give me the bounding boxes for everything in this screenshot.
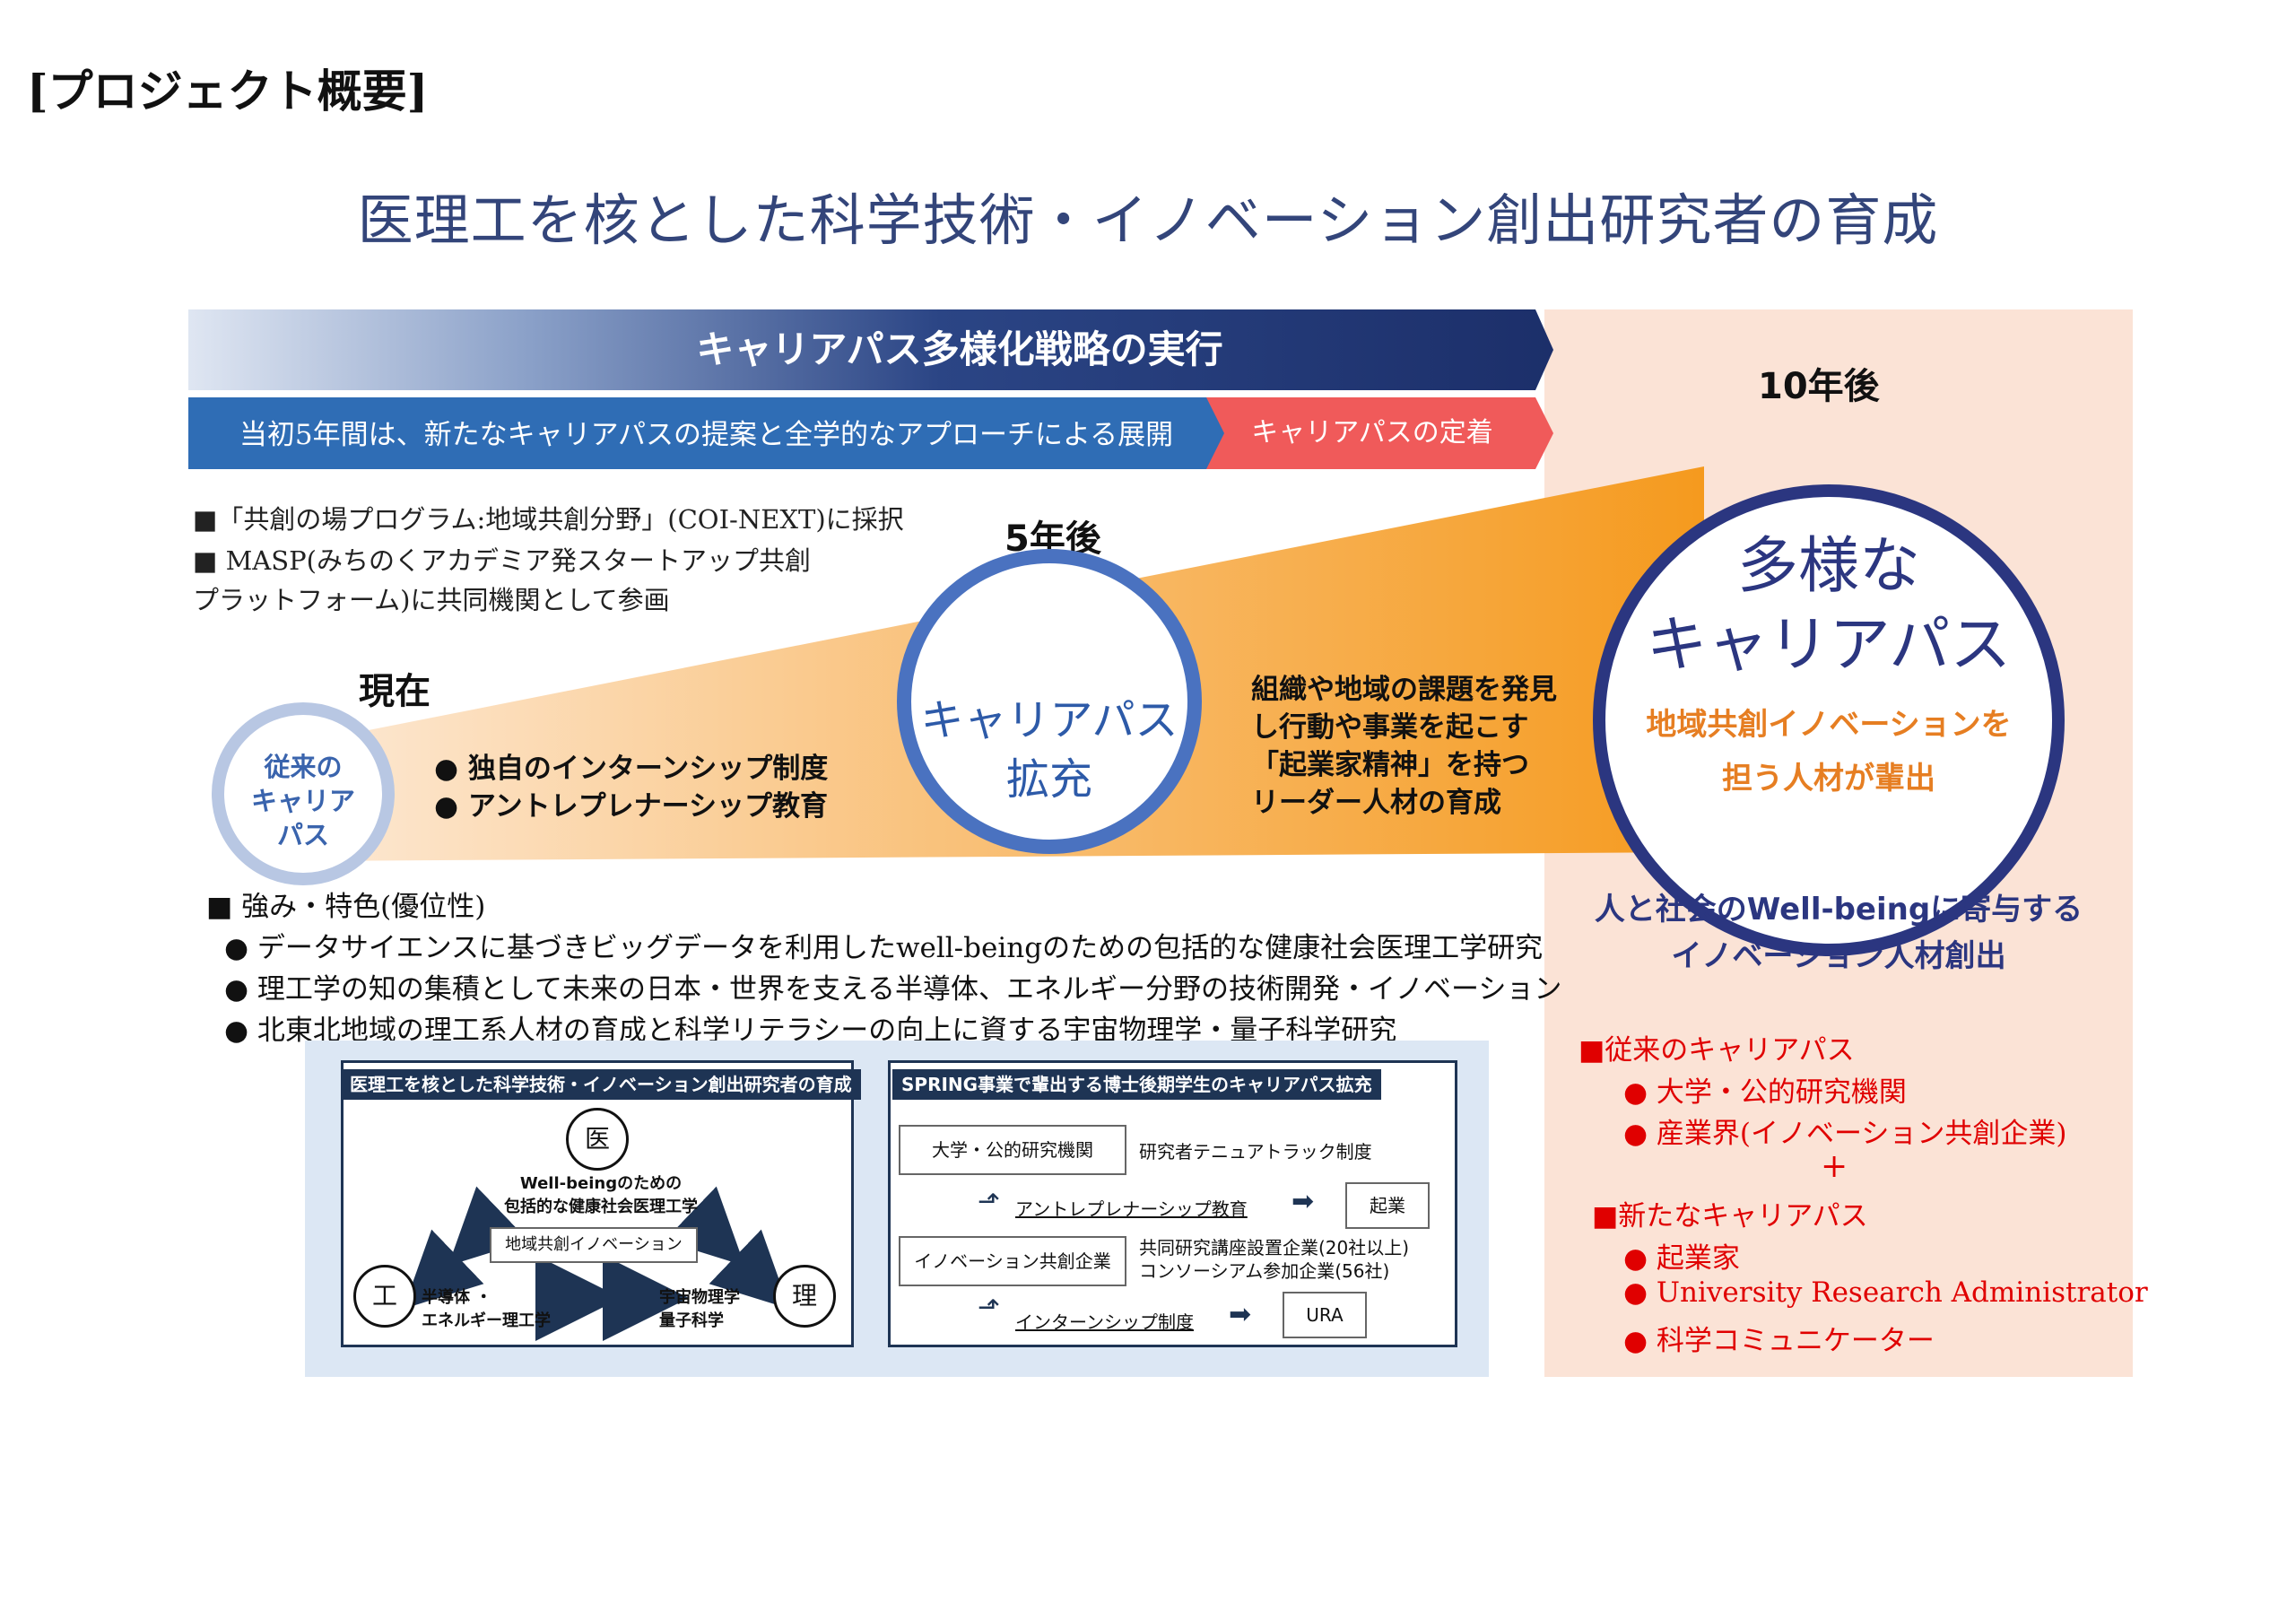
sci-label: 宇宙物理学 量子科学 <box>659 1288 740 1330</box>
node-science: 理 <box>773 1265 836 1328</box>
new-item: ● 起業家 <box>1623 1242 1740 1275</box>
wellbeing-statement: 人と社会のWell-beingに寄与する イノベーション人材創出 <box>1594 892 2083 974</box>
arrow-up-icon: ⬏ <box>978 1186 1001 1217</box>
now-bullets: ● 独自のインターンシップ制度 ● アントレプレナーシップ教育 <box>434 753 829 823</box>
univ-box: 大学・公的研究機関 <box>899 1125 1126 1175</box>
strength-item: ● 理工学の知の集積として未来の日本・世界を支える半導体、エネルギー分野の技術開… <box>224 973 1562 1006</box>
stage-now: 現在 <box>359 671 430 712</box>
circle-expansion-text: キャリアパス 拡充 <box>920 695 1178 805</box>
banner-sub-right: キャリアパスの定着 <box>1251 417 1493 449</box>
arrow-up-icon: ⬏ <box>978 1292 1001 1323</box>
left-box-header: 医理工を核とした科学技術・イノベーション創出研究者の育成 <box>341 1069 861 1100</box>
note-masp-1: ■ MASP(みちのくアカデミア発スタートアップ共創 <box>193 545 811 576</box>
circle-expansion <box>897 549 1202 854</box>
circle-conventional-text: 従来の キャリア パス <box>250 752 355 850</box>
conventional-title: ■従来のキャリアパス <box>1578 1034 1855 1067</box>
node-engineering: 工 <box>353 1265 416 1328</box>
company-box: イノベーション共創企業 <box>899 1236 1126 1286</box>
strength-item: ● データサイエンスに基づきビッグデータを利用したwell-beingのための包… <box>224 932 1544 964</box>
eng-label: 半導体 ・ エネルギー理工学 <box>422 1288 551 1330</box>
note-coi-next: ■「共創の場プログラム:地域共創分野」(COI-NEXT)に採択 <box>193 504 904 535</box>
entre-text: アントレプレナーシップ教育 <box>1015 1198 1248 1220</box>
arrow-right-icon: ➡ <box>1292 1186 1315 1217</box>
tenure-text: 研究者テニュアトラック制度 <box>1139 1141 1372 1163</box>
banner-arrow <box>188 309 1553 390</box>
entrepreneur-text: 組織や地域の課題を発見 し行動や事業を起こす 「起業家精神」を持つ リーダー人材… <box>1251 674 1557 819</box>
joint-text: 共同研究講座設置企業(20社以上) コンソーシアム参加企業(56社) <box>1139 1237 1410 1282</box>
node-medicine: 医 <box>566 1108 629 1171</box>
stage-ten-years: 10年後 <box>1758 366 1880 407</box>
conventional-item: ● 大学・公的研究機関 <box>1623 1076 1907 1109</box>
arrow-med-eng <box>403 1186 529 1310</box>
arrow-right-icon: ➡ <box>1229 1299 1252 1330</box>
conventional-item: ● 産業界(イノベーション共創企業) <box>1623 1118 2067 1150</box>
arrow-med-sci <box>664 1186 790 1310</box>
new-item: ● University Research Administrator <box>1623 1276 2148 1309</box>
circle-diverse-subtitle: 地域共創イノベーションを 担う人材が輩出 <box>1646 707 2012 797</box>
wellbeing-label: Well-beingのための 包括的な健康社会医理工学 <box>504 1174 698 1216</box>
ura-box: URA <box>1283 1292 1367 1338</box>
strengths-section: ■ 強み・特色(優位性) ● データサイエンスに基づきビッグデータを利用したwe… <box>206 886 1561 1051</box>
startup-box: 起業 <box>1345 1182 1430 1229</box>
left-box-arrows <box>403 1186 790 1341</box>
subbar-blue <box>188 397 1229 469</box>
banner-main-text: キャリアパス多様化戦略の実行 <box>696 327 1223 371</box>
banner-sub-left: 当初5年間は、新たなキャリアパスの提案と全学的なアプローチによる展開 <box>239 419 1174 451</box>
new-title: ■新たなキャリアパス <box>1592 1200 1868 1232</box>
right-box-header: SPRING事業で輩出する博士後期学生のキャリアパス拡充 <box>892 1069 1381 1100</box>
main-title: 医理工を核とした科学技術・イノベーション創出研究者の育成 <box>357 187 1939 253</box>
innovation-box: 地域共創イノベーション <box>490 1227 698 1263</box>
note-masp-2: プラットフォーム)に共同機関として参画 <box>193 585 670 615</box>
intern-text: インターンシップ制度 <box>1015 1311 1194 1333</box>
strengths-title: ■ 強み・特色(優位性) <box>206 891 486 923</box>
circle-diverse-title: 多様な キャリアパス <box>1646 531 2012 681</box>
page-heading: [プロジェクト概要] <box>27 65 429 118</box>
subbar-red <box>1206 397 1553 469</box>
new-item: ● 科学コミュニケーター <box>1623 1325 1935 1357</box>
plus-sign: + <box>1821 1148 1848 1185</box>
